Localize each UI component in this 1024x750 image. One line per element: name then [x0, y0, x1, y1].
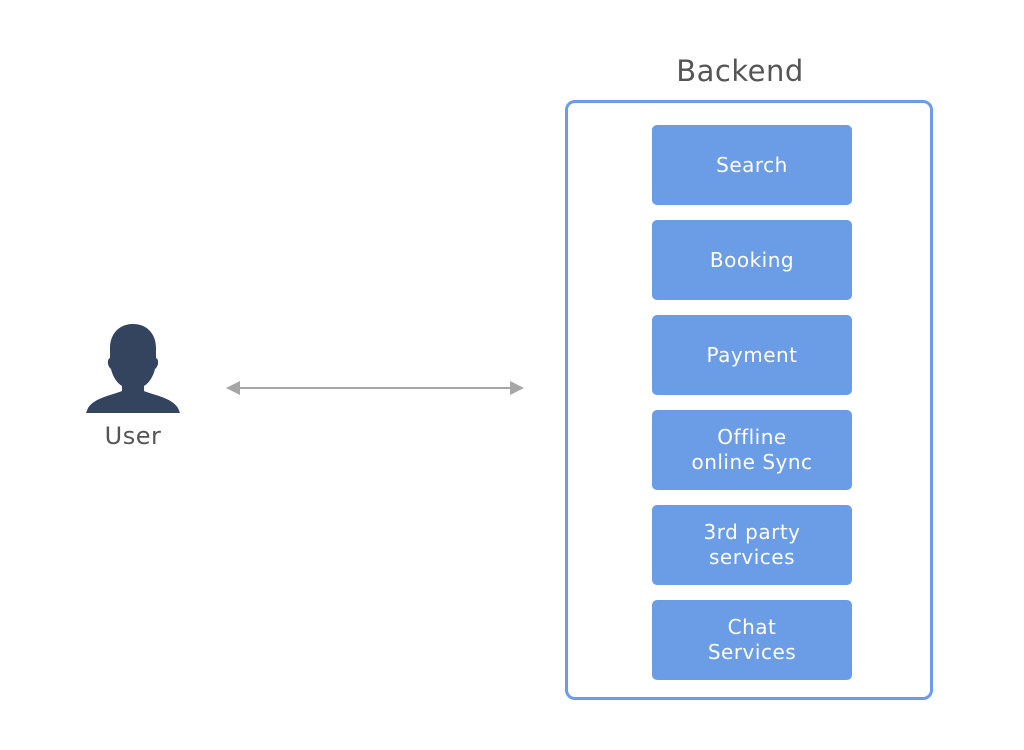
service-chat: Chat Services [652, 600, 852, 680]
service-payment: Payment [652, 315, 852, 395]
user-silhouette-icon [86, 324, 180, 413]
service-offline-online-sync: Offline online Sync [652, 410, 852, 490]
user-label: User [104, 422, 162, 450]
service-search: Search [652, 125, 852, 205]
service-booking: Booking [652, 220, 852, 300]
bidirectional-arrow-icon [226, 381, 524, 395]
backend-title: Backend [676, 54, 804, 88]
service-3rd-party: 3rd party services [652, 505, 852, 585]
